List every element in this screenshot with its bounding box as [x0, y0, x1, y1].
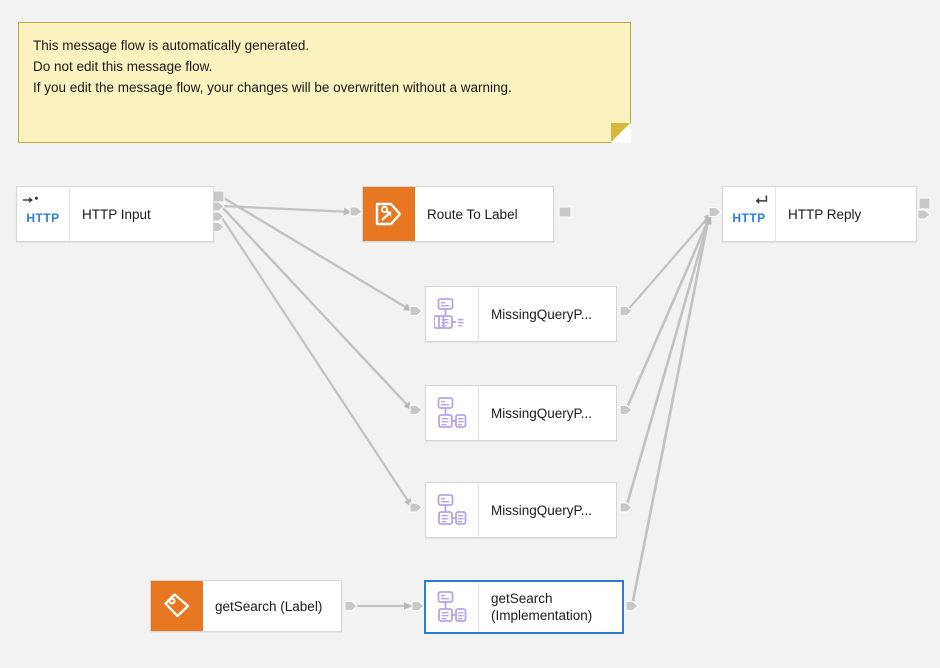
route-to-label-icon	[363, 187, 415, 241]
node-missing-query-p-2-label: MissingQueryP...	[491, 405, 593, 421]
node-http-input-label: HTTP Input	[82, 206, 151, 222]
node-get-search-implementation-label: getSearch (Implementation)	[491, 591, 593, 623]
http-input-icon-text: HTTP	[26, 211, 60, 225]
node-get-search-label-label: getSearch (Label)	[215, 598, 323, 614]
subflow-glyph-icon	[437, 591, 467, 622]
annotation-note-text: This message flow is automatically gener…	[33, 38, 512, 95]
subflow-icon	[426, 386, 479, 440]
annotation-note[interactable]: This message flow is automatically gener…	[18, 22, 631, 143]
reply-arrow-icon	[755, 195, 768, 205]
node-http-reply[interactable]: HTTP HTTP Reply	[722, 186, 917, 242]
label-tag-icon	[151, 581, 203, 631]
subflow-icon	[426, 483, 479, 537]
http-input-icon: HTTP	[17, 187, 70, 241]
node-route-to-label[interactable]: Route To Label	[362, 186, 554, 242]
subflow-icon	[426, 287, 479, 341]
node-missing-query-p-1[interactable]: MissingQueryP...	[425, 286, 617, 342]
http-reply-icon: HTTP	[723, 187, 776, 241]
subflow-glyph-icon	[437, 397, 467, 428]
arrow-in-icon	[22, 196, 38, 204]
tag-glyph-icon	[164, 593, 190, 618]
subflow-glyph-icon	[437, 494, 467, 525]
node-missing-query-p-3-label: MissingQueryP...	[491, 502, 593, 518]
route-tag-arrow-icon	[375, 202, 402, 226]
node-missing-query-p-1-label: MissingQueryP...	[491, 306, 593, 322]
node-route-to-label-label: Route To Label	[427, 206, 518, 222]
node-get-search-label[interactable]: getSearch (Label)	[150, 580, 342, 632]
note-fold-triangle	[611, 123, 630, 142]
subflow-icon	[426, 582, 479, 632]
node-get-search-implementation[interactable]: getSearch (Implementation)	[424, 580, 624, 634]
node-missing-query-p-2[interactable]: MissingQueryP...	[425, 385, 617, 441]
node-http-reply-label: HTTP Reply	[788, 206, 862, 222]
node-http-input[interactable]: HTTP HTTP Input	[16, 186, 214, 242]
http-reply-icon-text: HTTP	[732, 211, 766, 225]
node-missing-query-p-3[interactable]: MissingQueryP...	[425, 482, 617, 538]
subflow-glyph-icon	[434, 298, 464, 329]
